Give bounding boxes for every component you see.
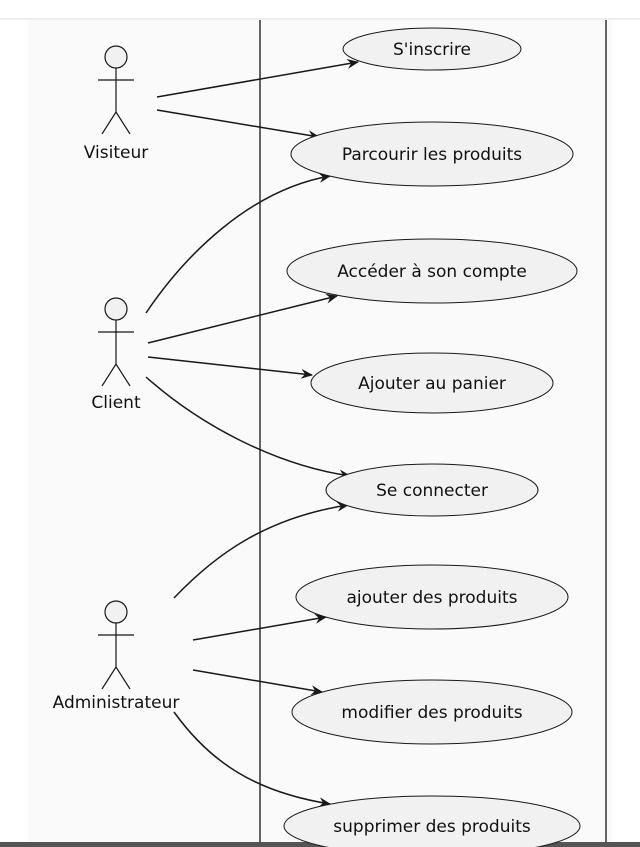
- use-case-label: S'inscrire: [393, 40, 471, 60]
- use-case-label: modifier des produits: [341, 703, 522, 723]
- association-admin-modifier: [192, 669, 323, 696]
- actor-head: [104, 600, 128, 624]
- use-case-inscrire: S'inscrire: [342, 27, 522, 71]
- use-case-panier: Ajouter au panier: [310, 352, 554, 414]
- association-visiteur-inscrire: [156, 58, 359, 98]
- use-case-ellipse: [286, 238, 578, 304]
- use-case-modifier: modifier des produits: [291, 679, 573, 745]
- association-client-parcourir: [145, 172, 331, 314]
- association-client-compte: [147, 293, 338, 344]
- association-client-panier: [147, 356, 313, 379]
- association-client-connecter: [145, 376, 351, 480]
- actor-head: [104, 45, 128, 69]
- actor-label: Client: [91, 393, 141, 413]
- actor-visiteur: Visiteur: [84, 45, 148, 163]
- use-case-ellipse: [310, 352, 554, 414]
- actor-stick-figure: [98, 320, 134, 387]
- association-admin-ajouter: [192, 613, 327, 641]
- use-case-ellipse: [342, 27, 522, 71]
- actor-admin: Administrateur: [53, 600, 180, 713]
- actor-label: Administrateur: [53, 693, 180, 713]
- use-case-parcourir: Parcourir les produits: [290, 121, 574, 187]
- use-case-ellipse: [283, 795, 581, 847]
- use-case-label: supprimer des produits: [333, 817, 531, 837]
- association-admin-supprimer: [173, 711, 331, 808]
- actor-head: [104, 297, 128, 321]
- association-visiteur-parcourir: [156, 109, 320, 141]
- use-case-label: Ajouter au panier: [358, 374, 506, 394]
- actor-client: Client: [91, 297, 141, 413]
- use-case-ellipse: [295, 564, 569, 630]
- actor-label: Visiteur: [84, 143, 148, 163]
- association-admin-connecter: [173, 501, 349, 599]
- use-case-label: Parcourir les produits: [342, 145, 522, 165]
- use-case-connecter: Se connecter: [325, 463, 539, 517]
- use-case-ellipse: [291, 679, 573, 745]
- use-case-ellipse: [325, 463, 539, 517]
- use-case-label: Se connecter: [376, 481, 488, 501]
- use-case-ellipse: [290, 121, 574, 187]
- use-case-supprimer: supprimer des produits: [283, 795, 581, 847]
- use-case-label: ajouter des produits: [347, 588, 518, 608]
- actor-stick-figure: [98, 68, 134, 135]
- associations-group: [145, 58, 359, 808]
- actor-stick-figure: [98, 623, 134, 690]
- use-case-label: Accéder à son compte: [337, 262, 527, 282]
- use-case-ajouter: ajouter des produits: [295, 564, 569, 630]
- use-case-compte: Accéder à son compte: [286, 238, 578, 304]
